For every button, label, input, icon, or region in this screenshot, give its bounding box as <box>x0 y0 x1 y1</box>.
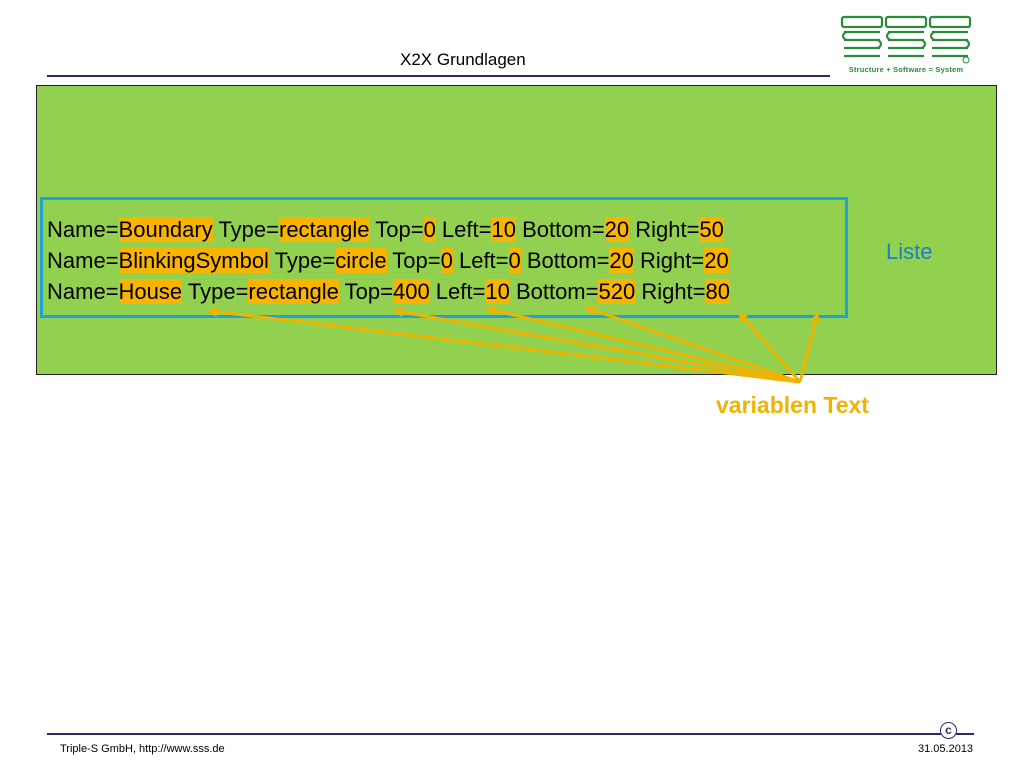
attribute-key: Name= <box>47 217 119 242</box>
logo-graphic <box>840 15 972 64</box>
variable-value: rectangle <box>279 217 370 242</box>
variable-value: House <box>118 279 183 304</box>
attribute-key: Right= <box>635 279 706 304</box>
variable-value: 0 <box>423 217 436 242</box>
attribute-key: Left= <box>435 217 492 242</box>
variable-value: 80 <box>705 279 731 304</box>
variable-value: rectangle <box>248 279 339 304</box>
attribute-key: Right= <box>633 248 705 273</box>
variable-value: 20 <box>609 248 634 273</box>
page-title: X2X Grundlagen <box>400 50 526 69</box>
attribute-key: Top= <box>386 248 441 273</box>
attribute-key: Type= <box>182 279 249 304</box>
variable-value: 520 <box>598 279 636 304</box>
attribute-key: Left= <box>429 279 486 304</box>
attribute-key: Left= <box>452 248 509 273</box>
attribute-key: Type= <box>268 248 336 273</box>
variable-value: BlinkingSymbol <box>118 248 269 273</box>
attribute-key: Bottom= <box>520 248 610 273</box>
sss-logo-icon: Structure + Software = System <box>838 14 974 76</box>
logo-tagline: Structure + Software = System <box>848 65 964 74</box>
attribute-key: Right= <box>629 217 700 242</box>
liste-label: Liste <box>886 239 933 264</box>
copyright-icon: c <box>940 722 957 739</box>
variable-value: 0 <box>508 248 521 273</box>
header-rule <box>47 75 830 77</box>
variable-value: circle <box>335 248 387 273</box>
list-line-2: Name=BlinkingSymbol Type=circle Top=0 Le… <box>47 248 729 274</box>
list-line-1: Name=Boundary Type=rectangle Top=0 Left=… <box>47 217 724 243</box>
variable-value: 10 <box>485 279 510 304</box>
variable-value: 400 <box>392 279 430 304</box>
variablen-text-label: variablen Text <box>716 392 869 418</box>
variable-value: 20 <box>604 217 630 242</box>
attribute-key: Name= <box>47 279 119 304</box>
footer-company: Triple-S GmbH, http://www.sss.de <box>60 743 225 755</box>
variable-value: 0 <box>440 248 453 273</box>
variable-value: 20 <box>704 248 729 273</box>
list-line-3: Name=House Type=rectangle Top=400 Left=1… <box>47 279 731 305</box>
variable-value: 50 <box>699 217 724 242</box>
attribute-key: Name= <box>47 248 119 273</box>
variable-value: Boundary <box>118 217 213 242</box>
variable-value: 10 <box>491 217 516 242</box>
attribute-key: Bottom= <box>509 279 599 304</box>
attribute-key: Bottom= <box>515 217 605 242</box>
attribute-key: Type= <box>212 217 279 242</box>
attribute-key: Top= <box>338 279 393 304</box>
footer-date: 31.05.2013 <box>918 743 974 755</box>
attribute-key: Top= <box>369 217 424 242</box>
footer-rule <box>47 733 974 735</box>
